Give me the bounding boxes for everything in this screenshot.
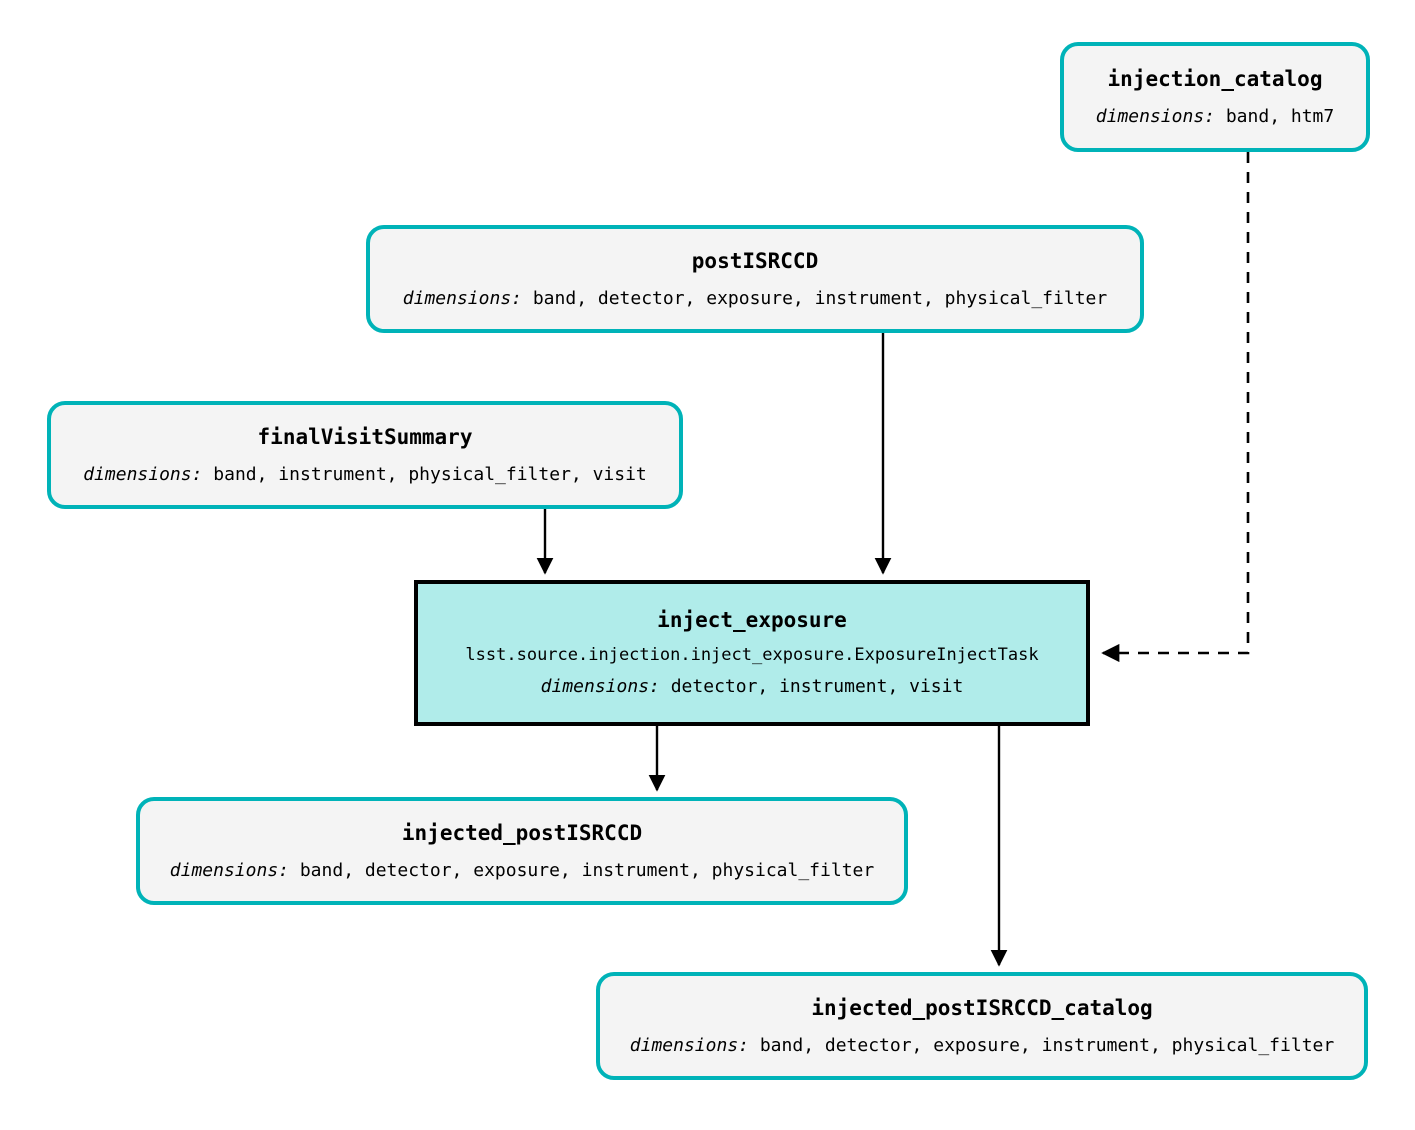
node-dimensions: dimensions: band, detector, exposure, in…: [629, 1034, 1335, 1056]
dimensions-label: dimensions:: [169, 859, 289, 881]
node-title: postISRCCD: [691, 248, 819, 273]
dimensions-value: band, detector, exposure, instrument, ph…: [532, 287, 1108, 309]
dimensions-value: band, detector, exposure, instrument, ph…: [759, 1034, 1335, 1056]
node-injected-postisrccd[interactable]: injected_postISRCCD dimensions: band, de…: [136, 797, 908, 905]
node-dimensions: dimensions: band, detector, exposure, in…: [169, 859, 875, 881]
dimensions-label: dimensions:: [402, 287, 522, 309]
node-title: injection_catalog: [1107, 66, 1323, 91]
node-injection-catalog[interactable]: injection_catalog dimensions: band, htm7: [1060, 42, 1370, 152]
dimensions-value: band, instrument, physical_filter, visit: [213, 463, 647, 485]
node-dimensions: dimensions: band, detector, exposure, in…: [402, 287, 1108, 309]
dimensions-value: band, detector, exposure, instrument, ph…: [299, 859, 875, 881]
node-title: injected_postISRCCD_catalog: [811, 995, 1153, 1020]
node-dimensions: dimensions: detector, instrument, visit: [541, 677, 964, 697]
node-finalvisitsummary[interactable]: finalVisitSummary dimensions: band, inst…: [47, 401, 683, 509]
node-injected-postisrccd-catalog[interactable]: injected_postISRCCD_catalog dimensions: …: [596, 972, 1368, 1080]
node-dimensions: dimensions: band, htm7: [1095, 105, 1335, 127]
node-title: injected_postISRCCD: [401, 820, 643, 845]
node-title: inject_exposure: [657, 607, 847, 632]
dimensions-label: dimensions:: [540, 676, 660, 698]
dimensions-value: band, htm7: [1225, 105, 1335, 127]
node-class-path: lsst.source.injection.inject_exposure.Ex…: [465, 644, 1039, 665]
node-title: finalVisitSummary: [257, 424, 473, 449]
node-dimensions: dimensions: band, instrument, physical_f…: [83, 463, 647, 485]
dimensions-label: dimensions:: [629, 1034, 749, 1056]
dimensions-value: detector, instrument, visit: [670, 676, 964, 698]
node-inject-exposure-task[interactable]: inject_exposure lsst.source.injection.in…: [414, 580, 1090, 726]
node-postisrccd[interactable]: postISRCCD dimensions: band, detector, e…: [366, 225, 1144, 333]
dimensions-label: dimensions:: [1095, 105, 1215, 127]
dimensions-label: dimensions:: [83, 463, 203, 485]
